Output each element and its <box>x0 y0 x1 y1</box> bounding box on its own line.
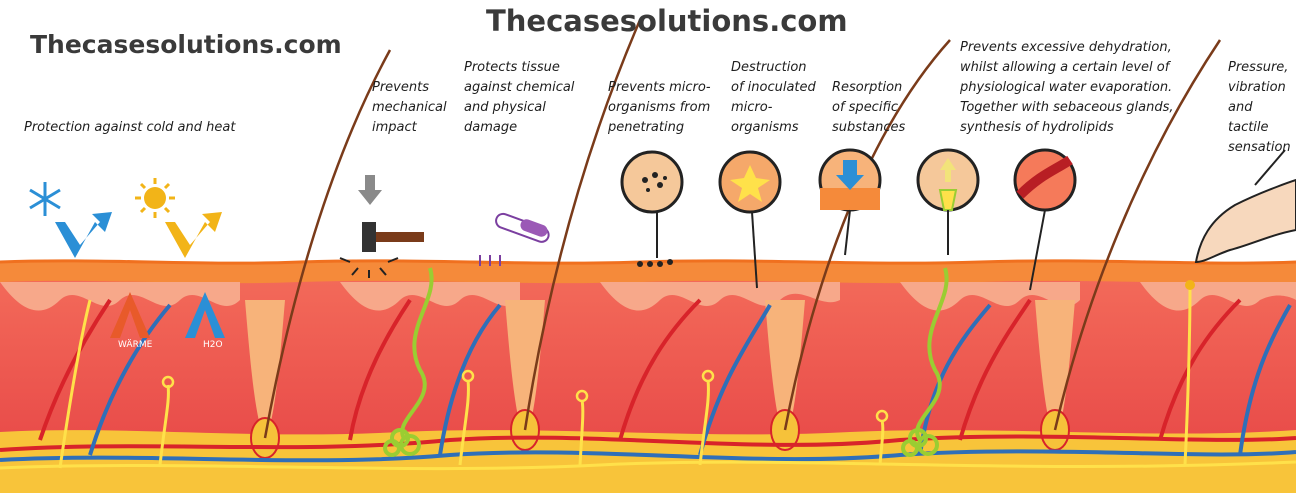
label-warm: WÄRME <box>118 340 152 350</box>
label-microorganisms: Prevents micro- organisms from penetrati… <box>608 78 711 138</box>
magnifier-evaporation <box>918 150 978 255</box>
magnifier-microorganisms <box>622 152 682 267</box>
snowflake-icon <box>30 182 60 216</box>
label-dehydration: Prevents excessive dehydration, whilst a… <box>960 38 1174 138</box>
label-chemical: Protects tissue against chemical and phy… <box>464 58 574 138</box>
warm-arrow-icon <box>165 212 222 258</box>
label-resorption: Resorption of specific substances <box>832 78 905 138</box>
magnifier-resorption <box>820 150 880 255</box>
label-mechanical: Prevents mechanical impact <box>372 78 447 138</box>
label-destruction: Destruction of inoculated micro- organis… <box>731 58 816 138</box>
label-pressure: Pressure, vibration and tactile sensatio… <box>1228 58 1296 158</box>
watermark-top: Thecasesolutions.com <box>486 4 848 38</box>
label-h2o: H2O <box>203 340 223 350</box>
sun-icon <box>135 178 175 218</box>
label-cold-heat: Protection against cold and heat <box>24 118 235 138</box>
cold-arrow-icon <box>55 212 112 258</box>
watermark-left: Thecasesolutions.com <box>30 30 342 59</box>
test-tube-icon <box>480 212 551 266</box>
